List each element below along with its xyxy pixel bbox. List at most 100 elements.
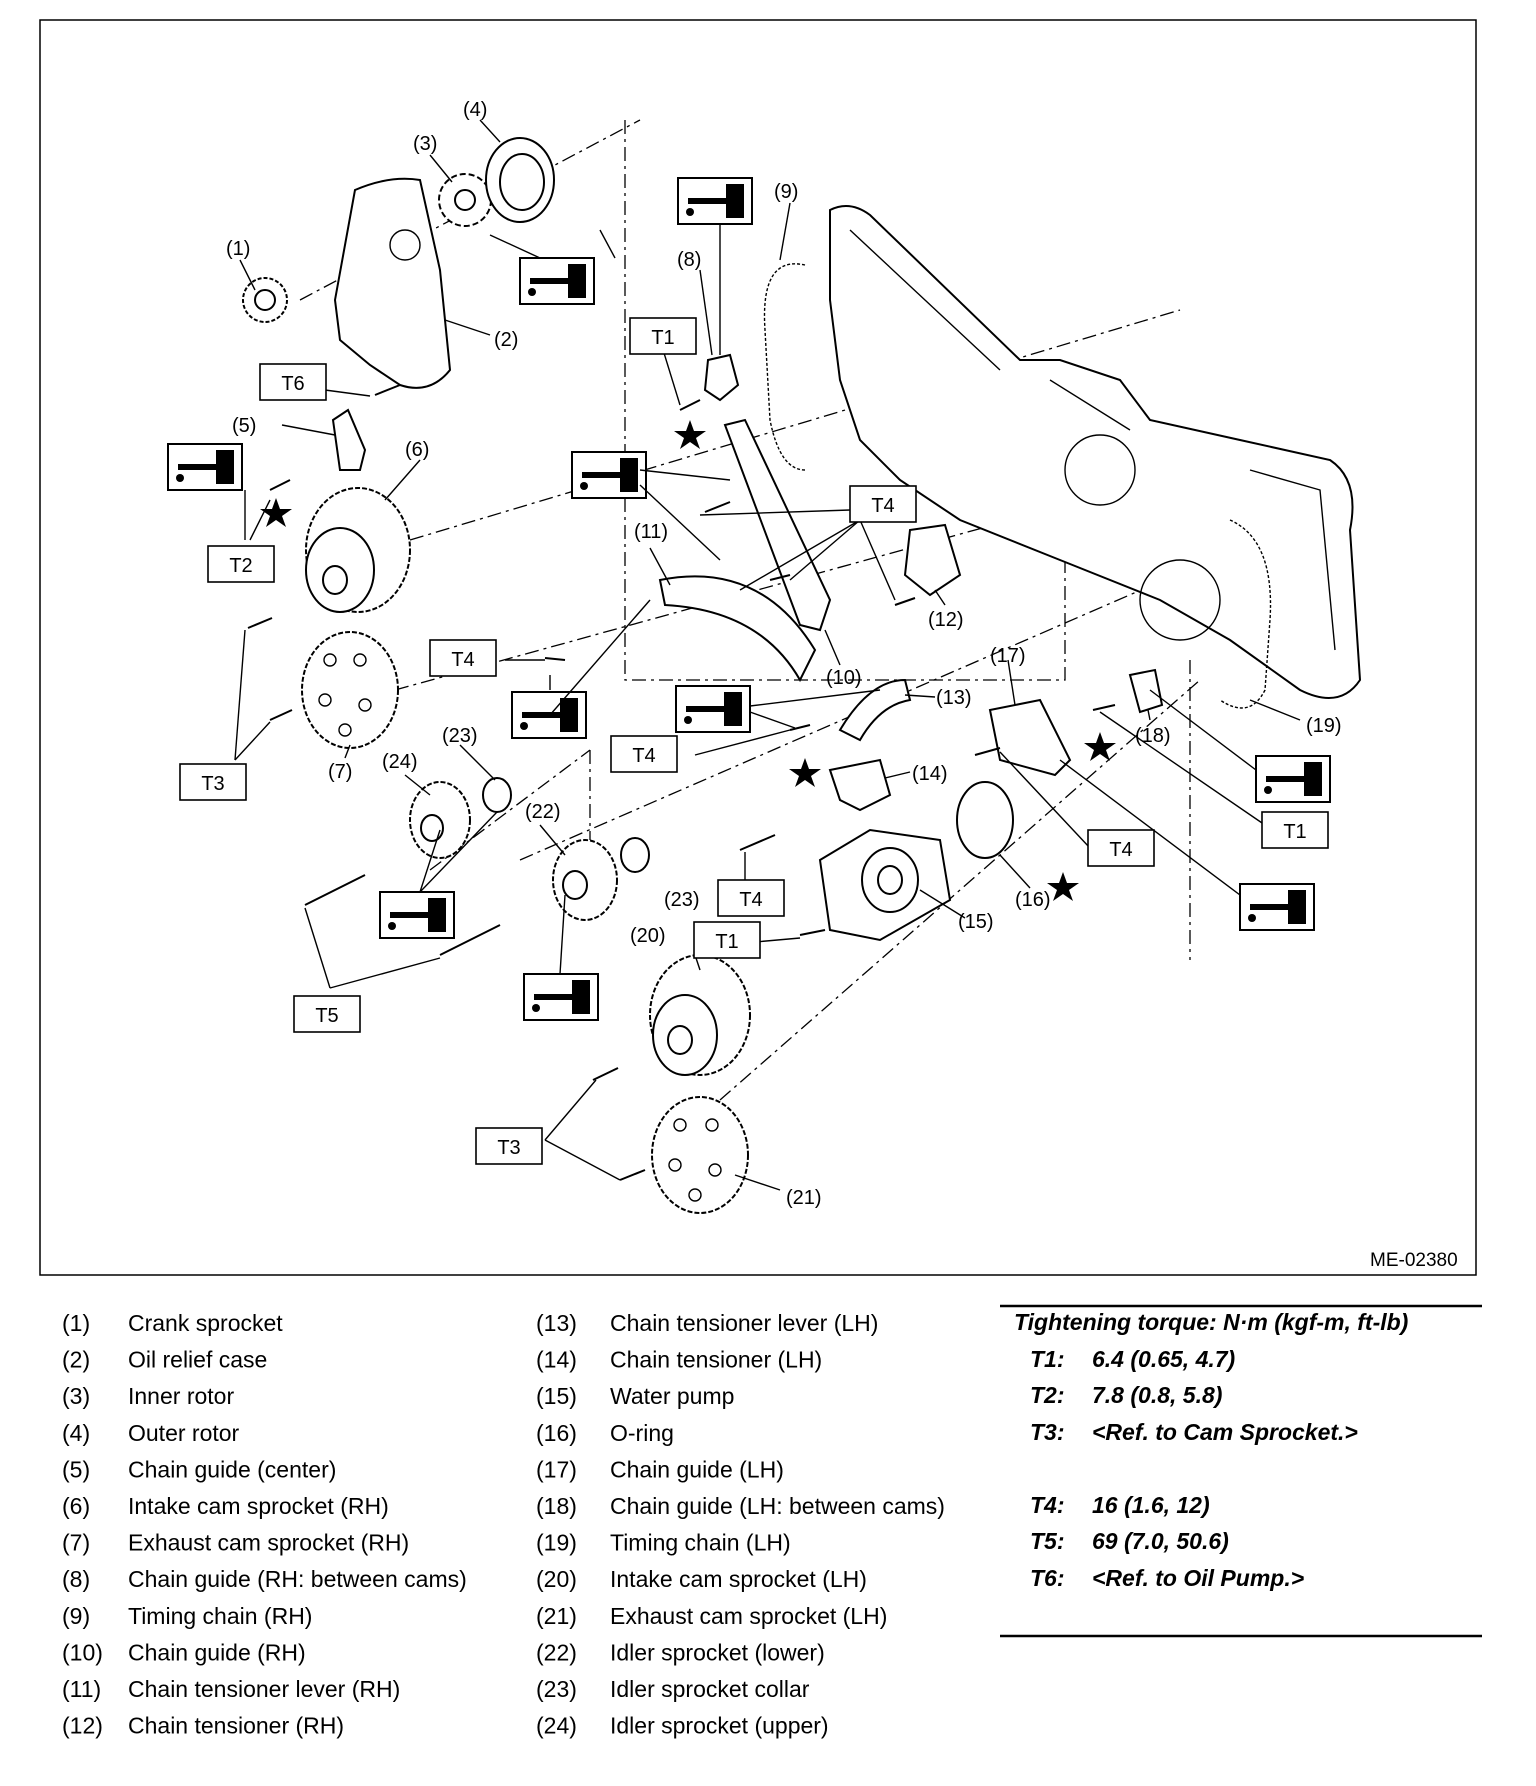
svg-text:T6: T6 [281, 373, 304, 395]
legend-number: (21) [536, 1603, 577, 1629]
callout-2: (2) [494, 329, 518, 351]
idler-sprocket-collar-upper [482, 777, 512, 813]
oil-can-icon [379, 891, 455, 939]
legend-part-name: Chain guide (center) [128, 1456, 336, 1482]
callout-22: (22) [525, 801, 561, 823]
torque-code: T4: [1030, 1492, 1065, 1518]
callout-4: (4) [463, 99, 487, 121]
chain-guide-rh [723, 418, 832, 632]
svg-text:T3: T3 [497, 1137, 520, 1159]
legend-part-name: Chain tensioner (RH) [128, 1713, 344, 1739]
legend-part-name: Idler sprocket collar [610, 1676, 810, 1702]
torque-rows: T1:6.4 (0.65, 4.7)T2:7.8 (0.8, 5.8)T3:<R… [1030, 1346, 1358, 1591]
svg-text:T3: T3 [201, 773, 224, 795]
oil-can-icon [1255, 755, 1331, 803]
chain-tensioner-lh [828, 758, 892, 812]
legend-number: (2) [62, 1347, 90, 1373]
callout-12: (12) [928, 609, 964, 631]
o-ring [956, 781, 1014, 859]
legend-number: (8) [62, 1566, 90, 1592]
callout-16: (16) [1015, 889, 1051, 911]
torque-heading: Tightening torque: N·m (kgf-m, ft-lb) [1014, 1309, 1408, 1335]
legend-number: (4) [62, 1420, 90, 1446]
crank-sprocket [242, 277, 288, 323]
oil-can-icon [677, 177, 753, 225]
svg-text:T5: T5 [315, 1005, 338, 1027]
oil-can-icon [519, 257, 595, 305]
idler-sprocket-collar-lower [620, 837, 650, 873]
legend-part-name: Chain tensioner lever (LH) [610, 1310, 878, 1336]
tag-t3-upper: T3 [179, 763, 247, 801]
inner-rotor [438, 173, 492, 227]
legend-part-name: Chain guide (LH: between cams) [610, 1493, 945, 1519]
torque-value: <Ref. to Cam Sprocket.> [1092, 1419, 1358, 1445]
tag-t6: T6 [259, 363, 327, 401]
svg-text:T4: T4 [632, 745, 655, 767]
legend-column-2: (13)Chain tensioner lever (LH)(14)Chain … [536, 1310, 945, 1739]
tag-t1-upper: T1 [629, 317, 697, 355]
legend-part-name: Timing chain (LH) [610, 1530, 791, 1556]
tag-t1-lower: T1 [693, 921, 761, 959]
legend-column-1: (1)Crank sprocket(2)Oil relief case(3)In… [62, 1310, 467, 1739]
star-icon [260, 498, 292, 527]
tag-t5: T5 [293, 995, 361, 1033]
callout-9: (9) [774, 181, 798, 203]
legend-part-name: Exhaust cam sprocket (RH) [128, 1530, 409, 1556]
callout-24: (24) [382, 751, 418, 773]
svg-text:T4: T4 [739, 889, 762, 911]
oil-can-icon [523, 973, 599, 1021]
engine-block [829, 205, 1362, 699]
legend-number: (22) [536, 1639, 577, 1665]
callout-21: (21) [786, 1187, 822, 1209]
legend-number: (1) [62, 1310, 90, 1336]
legend-part-name: Idler sprocket (lower) [610, 1639, 825, 1665]
legend-part-name: Chain tensioner lever (RH) [128, 1676, 400, 1702]
legend-number: (5) [62, 1456, 90, 1482]
chain-guide-center [331, 408, 367, 471]
torque-value: <Ref. to Oil Pump.> [1092, 1565, 1304, 1591]
legend-number: (12) [62, 1713, 103, 1739]
torque-code: T1: [1030, 1346, 1065, 1372]
svg-text:T4: T4 [451, 649, 474, 671]
callout-numbers: (1) (2) (3) (4) (5) (6) (7) (8) (9) (10)… [226, 99, 1342, 1209]
callout-3: (3) [413, 133, 437, 155]
callout-6: (6) [405, 439, 429, 461]
callout-18: (18) [1135, 725, 1171, 747]
svg-text:T4: T4 [871, 495, 894, 517]
intake-cam-sprocket-rh [305, 487, 411, 613]
timing-chain-lh [1219, 519, 1272, 709]
tag-t1-right: T1 [1261, 811, 1329, 849]
svg-text:T2: T2 [229, 555, 252, 577]
legend-number: (7) [62, 1530, 90, 1556]
bolts [247, 384, 1116, 1181]
legend-number: (16) [536, 1420, 577, 1446]
callout-1: (1) [226, 238, 250, 260]
legend-part-name: Chain tensioner (LH) [610, 1347, 822, 1373]
intake-cam-sprocket-lh [649, 954, 751, 1076]
figure-id: ME-02380 [1370, 1250, 1458, 1271]
callout-17: (17) [990, 645, 1026, 667]
callout-20: (20) [630, 925, 666, 947]
legend-part-name: Chain guide (RH) [128, 1639, 306, 1665]
exhaust-cam-sprocket-lh [651, 1096, 749, 1214]
torque-code: T2: [1030, 1382, 1065, 1408]
idler-sprocket-upper [409, 781, 471, 859]
svg-text:T1: T1 [651, 327, 674, 349]
callout-23-lower: (23) [664, 889, 700, 911]
star-icon [1084, 732, 1116, 761]
outer-rotor [485, 137, 555, 223]
legend-number: (9) [62, 1603, 90, 1629]
chain-guide-rh-between-cams [703, 353, 740, 402]
svg-text:T4: T4 [1109, 839, 1132, 861]
chain-tensioner-lever-lh [838, 678, 912, 742]
oil-can-icon [511, 691, 587, 739]
legend-number: (19) [536, 1530, 577, 1556]
parts-legend: (1)Crank sprocket(2)Oil relief case(3)In… [62, 1310, 945, 1739]
chain-guide-lh-between-cams [1128, 668, 1164, 714]
legend-part-name: Chain guide (RH: between cams) [128, 1566, 467, 1592]
legend-part-name: Intake cam sprocket (RH) [128, 1493, 389, 1519]
svg-text:T1: T1 [715, 931, 738, 953]
idler-sprocket-lower [552, 839, 618, 921]
torque-code: T3: [1030, 1419, 1065, 1445]
